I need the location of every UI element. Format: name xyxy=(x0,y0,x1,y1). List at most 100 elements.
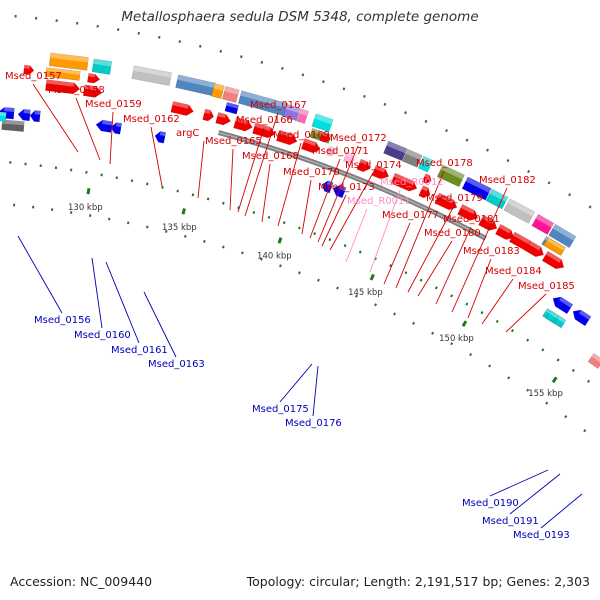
map-title: Metallosphaera sedula DSM 5348, complete… xyxy=(121,9,479,25)
inner-dot xyxy=(203,239,206,243)
gene-label-forward: Msed_0185 xyxy=(518,281,575,292)
forward-cds-arrow xyxy=(82,84,103,98)
reverse-cds-arrow xyxy=(17,108,31,122)
cog-box xyxy=(296,108,309,124)
scale-tick-label: 135 kbp xyxy=(162,223,197,233)
cog-box xyxy=(224,101,240,115)
gene-label-forward: Msed_0166 xyxy=(236,115,293,126)
inner-dot xyxy=(252,210,256,214)
outer-dot xyxy=(445,129,448,133)
gene-label-forward: Msed_0165 xyxy=(205,136,262,147)
gene-label-forward: Msed_0180 xyxy=(424,228,481,239)
cog-box xyxy=(0,111,7,122)
forward-cds-arrow xyxy=(371,164,390,180)
inner-dot xyxy=(404,271,408,275)
gene-label-reverse: Msed_0191 xyxy=(482,516,539,527)
inner-dot xyxy=(507,376,511,380)
cog-box xyxy=(222,86,240,103)
gene-label-forward: Msed_0162 xyxy=(123,114,180,125)
forward-cds-arrow xyxy=(390,172,418,192)
cog-box xyxy=(131,65,172,86)
outer-dot xyxy=(219,49,223,53)
reverse-cds-arrow xyxy=(552,296,574,315)
leader-line xyxy=(75,97,101,161)
gene-label-reverse: Msed_0163 xyxy=(148,359,205,370)
inner-dot xyxy=(328,238,332,242)
gene-label-forward: Msed_0157 xyxy=(5,71,62,82)
outer-dot xyxy=(260,60,264,64)
inner-dot xyxy=(586,379,591,383)
gene-label-reverse: Msed_0156 xyxy=(34,315,91,326)
inner-dot xyxy=(355,294,358,298)
inner-dot xyxy=(545,401,549,405)
cog-box xyxy=(48,52,89,71)
gene-label-forward: Msed_0167 xyxy=(250,100,307,111)
inner-dot xyxy=(222,201,225,205)
inner-dot xyxy=(389,264,393,268)
gene-label-reverse: Msed_0193 xyxy=(513,530,570,541)
cog-box xyxy=(587,353,600,369)
outer-dot xyxy=(199,44,202,48)
inner-dot xyxy=(583,429,587,433)
inner-dot xyxy=(191,193,195,197)
forward-cds-arrow xyxy=(23,64,35,75)
gene-labels: Msed_0157Msed_0158Msed_0159Msed_0162argC… xyxy=(5,71,583,541)
leader-line xyxy=(312,365,319,417)
forward-cds-arrow xyxy=(202,108,215,122)
gene-label-forward: Msed_0174 xyxy=(345,160,402,171)
leader-line xyxy=(329,172,374,251)
inner-dot xyxy=(222,245,225,249)
leader-line xyxy=(197,140,205,199)
outer-dot xyxy=(363,94,366,98)
backbone-highlight xyxy=(218,132,486,239)
forward-cds-arrow xyxy=(233,116,253,132)
gene-label-forward: Msed_0173 xyxy=(318,182,375,193)
forward-cds-arrow xyxy=(87,72,101,84)
leader-line xyxy=(509,473,561,515)
gene-label-reverse: Msed_0161 xyxy=(111,345,168,356)
major-tick xyxy=(277,237,283,244)
inner-dot xyxy=(237,206,240,210)
leader-line xyxy=(143,291,177,358)
cog-box xyxy=(211,83,225,99)
gene-label-forward: Msed_0183 xyxy=(463,246,520,257)
scale-tick-label: 130 kbp xyxy=(68,203,103,213)
inner-dot xyxy=(313,232,317,236)
gene-label-rna: Msed_R0011 xyxy=(347,196,411,207)
gene-label-reverse: Msed_0190 xyxy=(462,498,519,509)
scale-tick-label: 155 kbp xyxy=(528,389,563,399)
inner-dot xyxy=(130,179,134,183)
gene-label-reverse: Msed_0175 xyxy=(252,404,309,415)
inner-dot xyxy=(146,225,149,229)
cog-box xyxy=(418,155,434,173)
forward-cds-arrow xyxy=(45,79,81,95)
inner-dot xyxy=(161,185,164,189)
leader-line xyxy=(505,293,547,333)
scale-tick-label: 150 kbp xyxy=(439,334,474,344)
reverse-cds-arrow xyxy=(29,110,41,123)
inner-dot xyxy=(556,358,560,362)
gene-label-forward: Msed_0168 xyxy=(242,151,299,162)
leader-line xyxy=(229,148,234,211)
forward-cds-arrow xyxy=(215,112,231,126)
inner-dot xyxy=(241,251,244,255)
inner-dot xyxy=(146,182,149,186)
inner-dot xyxy=(343,244,347,248)
inner-dot xyxy=(374,303,377,307)
leader-line xyxy=(150,126,163,187)
forward-cds-arrow xyxy=(541,250,565,270)
leader-line xyxy=(417,240,453,297)
reverse-cds-arrow xyxy=(110,122,123,135)
scale-tick-label: 145 kbp xyxy=(348,288,383,298)
forward-cds-arrow xyxy=(418,185,431,199)
topology-text: Topology: circular; Length: 2,191,517 bp… xyxy=(246,574,590,589)
reverse-cds-arrow xyxy=(154,131,167,144)
leader-line xyxy=(261,163,271,223)
gene-label-reverse: Msed_0176 xyxy=(285,418,342,429)
reverse-cds-arrow xyxy=(332,184,347,199)
inner-dot xyxy=(434,286,438,290)
forward-cds-arrow xyxy=(457,204,479,221)
leader-line xyxy=(435,226,472,305)
inner-dot xyxy=(260,257,263,261)
